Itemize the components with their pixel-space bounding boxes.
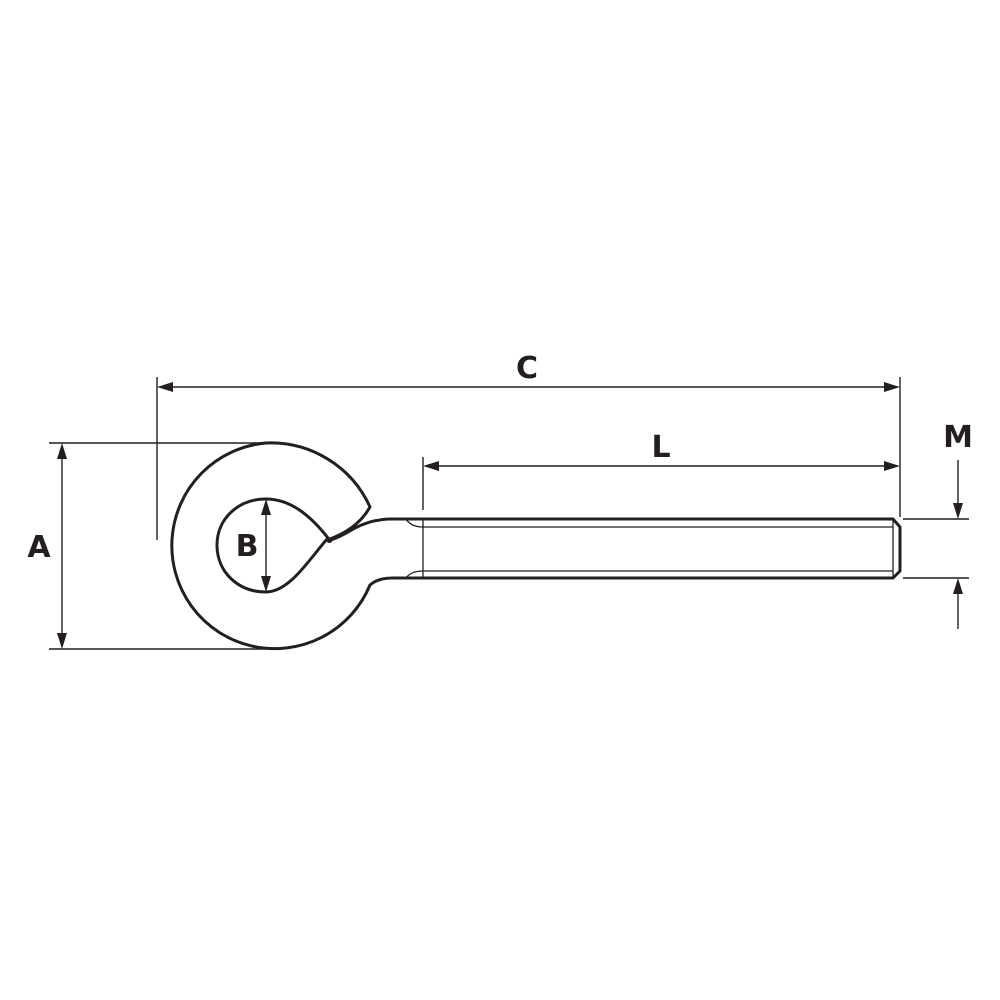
dimension-c-arrow-right xyxy=(884,382,900,392)
dimension-l-arrow-right xyxy=(884,461,900,471)
dimension-l-label: L xyxy=(651,430,670,465)
dimension-b: B xyxy=(236,499,271,592)
dimension-a-label: A xyxy=(27,530,51,565)
dimension-c-label: C xyxy=(516,351,538,386)
dimension-m-label: M xyxy=(943,420,973,455)
dimension-b-arrow-top xyxy=(261,499,271,515)
dimension-b-label: B xyxy=(236,529,259,564)
dimension-m-arrow-bottom xyxy=(953,578,963,594)
dimension-l: L xyxy=(422,430,900,510)
dimension-a: A xyxy=(27,442,266,650)
dimension-l-arrow-left xyxy=(423,461,439,471)
dimension-c-arrow-left xyxy=(157,382,173,392)
eye-bolt-part xyxy=(170,441,902,651)
eye-hole-outline xyxy=(215,497,330,594)
dimension-c: C xyxy=(156,351,901,540)
dimension-m-arrow-top xyxy=(953,503,963,519)
thread-runout-bottom xyxy=(405,570,424,579)
thread-runout-top xyxy=(405,518,424,528)
dimension-a-arrow-top xyxy=(57,443,67,459)
dimension-m: M xyxy=(903,420,973,629)
dimension-a-arrow-bottom xyxy=(57,633,67,649)
dimension-b-arrow-bottom xyxy=(261,576,271,592)
eye-bolt-outline xyxy=(170,441,902,651)
